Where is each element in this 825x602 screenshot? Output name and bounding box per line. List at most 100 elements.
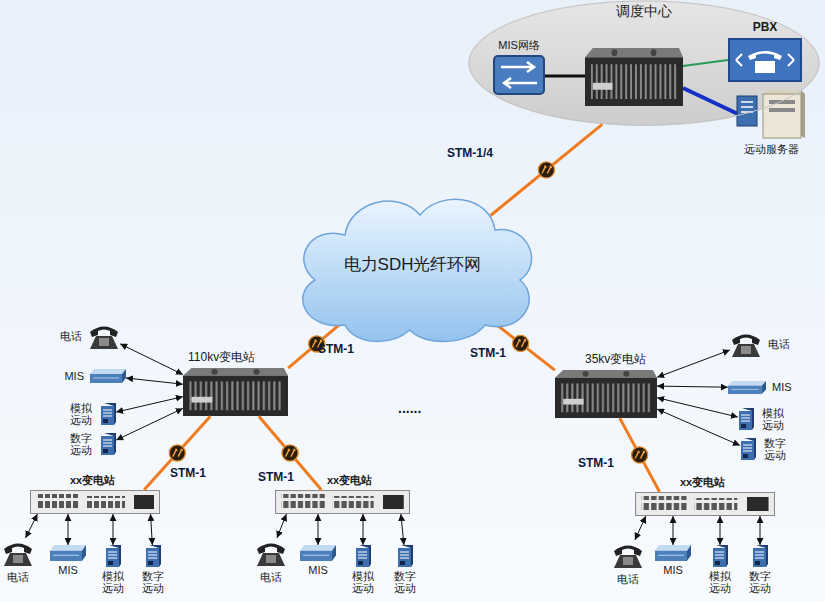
signal-arrow xyxy=(657,409,740,445)
link-label: STM-1 xyxy=(170,466,206,480)
node-label: 模拟 远动 xyxy=(760,407,785,431)
node-label: 35kv变电站 xyxy=(585,353,646,367)
phone-icon xyxy=(257,544,285,567)
node-label: xx变电站 xyxy=(327,474,372,487)
node-label: PBX xyxy=(753,21,778,35)
rtu-icon xyxy=(106,545,121,567)
optical-coupler xyxy=(282,445,298,461)
fiber-link xyxy=(144,416,210,490)
terminal-node: 数字 远动 xyxy=(397,545,413,567)
node-label: 数字 远动 xyxy=(69,432,94,456)
server-link xyxy=(683,88,738,114)
substation-device: xx变电站 xyxy=(635,492,775,516)
node-label: 数字 远动 xyxy=(762,437,787,461)
mis-link xyxy=(545,75,585,78)
node-label: 110kv变电站 xyxy=(188,351,255,365)
rack-device xyxy=(585,48,683,106)
phone-icon xyxy=(4,544,32,567)
substation-device: 35kv变电站 xyxy=(555,370,657,418)
rtu-icon xyxy=(101,403,116,425)
switch-node: MIS网络 xyxy=(493,55,545,95)
substation-device: 110kv变电站 xyxy=(183,368,288,416)
signal-arrow xyxy=(657,350,730,377)
node-label: xx变电站 xyxy=(70,474,115,487)
substation-device: xx变电站 xyxy=(275,490,410,514)
rtu-icon xyxy=(739,408,754,430)
rtu-icon xyxy=(398,545,413,567)
region-outline xyxy=(469,1,819,125)
mis-icon xyxy=(50,545,86,561)
phone-icon xyxy=(732,335,760,358)
terminal-node: 电话 xyxy=(730,330,762,358)
link-label: STM-1 xyxy=(578,456,614,470)
rack-device xyxy=(183,368,288,416)
rtu-icon xyxy=(146,545,161,567)
node-label: 远动服务器 xyxy=(744,143,799,156)
fiber-link xyxy=(491,124,603,215)
mis-icon xyxy=(300,545,336,561)
signal-arrow xyxy=(68,514,69,545)
network-cloud: 电力SDH光纤环网 xyxy=(285,185,540,345)
access-device xyxy=(276,491,410,514)
terminal-node: MIS xyxy=(728,381,766,394)
node-label: 电力SDH光纤环网 xyxy=(344,255,482,275)
node-label: MIS xyxy=(58,564,78,577)
switch-icon xyxy=(494,56,544,94)
node-label: 调度中心 xyxy=(616,3,672,19)
terminal-node: 电话 xyxy=(255,538,287,568)
terminal-node: 数字 远动 xyxy=(740,438,756,460)
cloud-outline xyxy=(303,199,532,341)
signal-arrow xyxy=(318,514,319,545)
terminal-node: 模拟 远动 xyxy=(738,408,754,430)
node-label: MIS xyxy=(64,370,84,383)
signal-arrow xyxy=(113,514,114,545)
center-region-fill xyxy=(468,0,820,126)
mis-icon xyxy=(90,369,126,383)
terminal-node: MIS xyxy=(655,545,691,561)
signal-arrow xyxy=(116,408,183,440)
node-label: MIS xyxy=(308,564,328,577)
mis-icon xyxy=(655,545,691,561)
phone-icon xyxy=(614,546,642,569)
signal-arrow xyxy=(720,516,721,545)
terminal-node: MIS xyxy=(300,545,336,561)
optical-coupler xyxy=(632,447,648,463)
node-label: 模拟 远动 xyxy=(69,402,94,426)
node-label: 模拟 远动 xyxy=(100,570,125,594)
node-label: MIS xyxy=(663,564,683,577)
link-label: STM-1 xyxy=(258,470,294,484)
signal-arrow xyxy=(673,516,674,545)
server-node: 远动服务器 xyxy=(735,88,807,140)
signal-arrow xyxy=(401,514,404,545)
terminal-node: 电话 xyxy=(612,540,644,570)
node-label: MIS xyxy=(772,381,792,394)
pbx-link xyxy=(683,60,728,66)
terminal-node: 模拟 远动 xyxy=(355,545,371,567)
signal-arrow xyxy=(657,386,728,387)
terminal-node: 数字 远动 xyxy=(100,433,116,455)
rtu-icon xyxy=(713,545,728,567)
optical-coupler xyxy=(512,335,528,351)
access-device xyxy=(636,493,775,516)
signal-arrow xyxy=(116,397,183,412)
terminal-node: 电话 xyxy=(2,538,34,568)
node-label: 模拟 远动 xyxy=(707,570,732,594)
terminal-node: 模拟 远动 xyxy=(105,545,121,567)
fiber-link xyxy=(620,418,660,492)
mis-icon xyxy=(728,381,766,394)
node-label: MIS网络 xyxy=(498,39,540,52)
rack-device xyxy=(555,370,657,418)
signal-arrow xyxy=(363,514,364,545)
terminal-node: 电话 xyxy=(88,322,120,350)
node-label: 数字 远动 xyxy=(392,570,417,594)
node-label: 模拟 远动 xyxy=(350,570,375,594)
node-label: 电话 xyxy=(260,571,282,584)
node-label: xx变电站 xyxy=(680,476,725,489)
node-label: 电话 xyxy=(768,338,790,351)
rtu-icon xyxy=(356,545,371,567)
terminal-node: MIS xyxy=(50,545,86,561)
access-device xyxy=(31,491,160,514)
node-label: 电话 xyxy=(617,573,639,586)
terminal-node: 数字 远动 xyxy=(752,545,768,567)
pbx-icon xyxy=(729,39,801,81)
